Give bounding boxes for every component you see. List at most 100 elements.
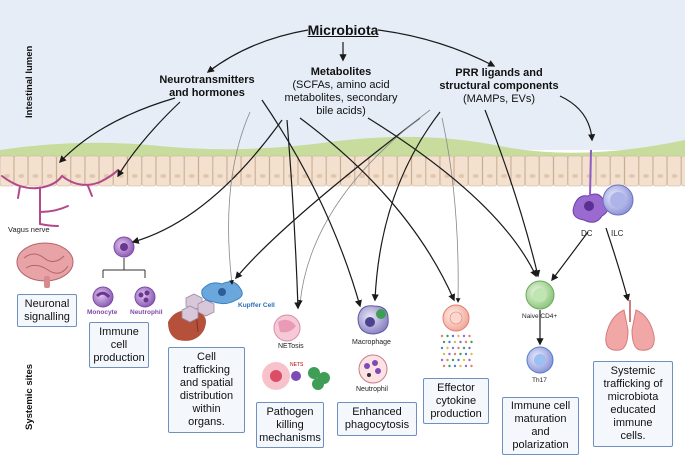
- cytokine-dot: [442, 364, 446, 368]
- neutrophil-icon: [358, 354, 388, 384]
- epithelial-cell: [141, 155, 156, 187]
- epithelial-nucleus: [316, 174, 323, 178]
- epithelial-nucleus: [160, 174, 167, 178]
- neutrophil-small-icon: [134, 286, 156, 308]
- epithelial-nucleus: [188, 174, 195, 178]
- cytokine-dot: [470, 352, 473, 356]
- epithelial-cell: [326, 155, 341, 187]
- nets-label: NETS: [290, 362, 304, 368]
- kupffer-cell-icon: [201, 281, 243, 305]
- epithelial-nucleus: [643, 174, 650, 178]
- box-immune-line-2: cell: [110, 338, 128, 351]
- cytokine-dot: [453, 340, 457, 344]
- cytokine-dot: [462, 358, 466, 362]
- epithelial-cell: [198, 155, 213, 187]
- epithelial-cell: [368, 155, 384, 187]
- epithelial-nucleus: [259, 174, 266, 178]
- epithelial-cell: [241, 155, 256, 187]
- epithelial-cell: [581, 155, 597, 187]
- epithelial-nucleus: [557, 174, 564, 178]
- box-systemic-line-6: cells.: [620, 430, 646, 442]
- cytokine-dot: [457, 358, 460, 362]
- cytokine-dot: [448, 364, 451, 368]
- epithelial-nucleus: [273, 174, 280, 178]
- box-trafficking-line-3: and spatial: [179, 377, 234, 389]
- side-label-systemic: Systemic sites: [24, 363, 35, 430]
- microbiota-title: Microbiota: [307, 22, 379, 38]
- cytokine-dot: [462, 346, 466, 350]
- macrophage-icon: [357, 305, 389, 335]
- metabolites-title: Metabolites: [310, 66, 372, 78]
- cytokine-dot: [446, 346, 449, 350]
- th17-label: Th17: [532, 377, 547, 384]
- epithelial-nucleus: [46, 174, 53, 178]
- box-phago-line-1: Enhanced: [352, 406, 402, 418]
- metabolites-label: Metabolites (SCFAs, amino acid metabolit…: [279, 66, 403, 118]
- epithelial-cell: [340, 155, 355, 187]
- neutrophil-label: Neutrophil: [356, 386, 388, 393]
- epithelial-nucleus: [32, 174, 39, 178]
- epithelial-nucleus: [4, 174, 11, 178]
- epithelial-nucleus: [387, 174, 394, 178]
- epithelial-cell: [170, 155, 185, 187]
- box-systemic-line-1: Systemic: [610, 365, 656, 377]
- cytokine-dot: [470, 340, 473, 344]
- epithelial-nucleus: [373, 174, 380, 178]
- epithelial-nucleus: [217, 174, 224, 178]
- epithelial-cell: [99, 155, 114, 187]
- epithelial-nucleus: [572, 174, 579, 178]
- cytokine-dot: [453, 364, 457, 368]
- cytokine-dot: [446, 358, 449, 362]
- ilc-label: ILC: [611, 229, 624, 238]
- box-trafficking-line-2: trafficking: [183, 364, 230, 376]
- epithelial-cell: [13, 155, 29, 187]
- epithelial-nucleus: [614, 174, 621, 178]
- box-effector-line-1: Effector: [437, 381, 475, 394]
- epithelial-cell: [269, 155, 284, 187]
- epithelial-cell: [681, 155, 685, 187]
- epithelial-nucleus: [75, 174, 82, 178]
- epithelial-cell: [638, 155, 653, 187]
- cytokine-dot: [448, 352, 451, 356]
- epithelial-nucleus: [146, 174, 153, 178]
- epithelial-nucleus: [458, 174, 465, 178]
- netosis-label: NETosis: [278, 343, 304, 350]
- box-trafficking-line-6: organs.: [188, 416, 225, 428]
- epithelial-nucleus: [344, 174, 351, 178]
- epithelial-cell: [525, 155, 540, 187]
- cytokine-dot: [459, 340, 462, 344]
- neutrophil-small-label: Neutrophil: [130, 309, 163, 316]
- epithelial-nucleus: [671, 174, 678, 178]
- box-trafficking-line-5: within: [192, 403, 221, 415]
- epithelial-nucleus: [657, 174, 664, 178]
- cytokine-dot: [464, 340, 468, 344]
- vagus-nerve-graphic: [1, 169, 119, 227]
- box-systemic-line-3: microbiota: [607, 391, 659, 403]
- th17-icon: [526, 346, 554, 374]
- box-systemic-line-2: trafficking of: [603, 378, 663, 390]
- box-phago-line-2: phagocytosis: [344, 419, 410, 431]
- epithelial-nucleus: [543, 174, 550, 178]
- epithelial-cell: [56, 155, 71, 187]
- box-neuronal-line-1: Neuronal: [24, 297, 70, 310]
- epithelial-nucleus: [501, 174, 508, 178]
- lumen-background: [0, 0, 685, 150]
- epithelial-cell: [411, 155, 426, 187]
- epithelial-cell: [184, 155, 199, 187]
- cytokine-dot: [440, 358, 444, 362]
- cytokine-dot: [470, 364, 473, 368]
- dendritic-cell-icon: [572, 149, 608, 223]
- epithelial-cell: [667, 155, 682, 187]
- epithelial-cell: [610, 155, 625, 187]
- box-maturation-line-4: polarization: [512, 439, 569, 451]
- naive-cd4-label: Naive CD4+: [522, 313, 558, 320]
- epithelial-nucleus: [515, 174, 522, 178]
- epithelial-nucleus: [529, 174, 536, 178]
- epithelial-cell: [425, 155, 440, 187]
